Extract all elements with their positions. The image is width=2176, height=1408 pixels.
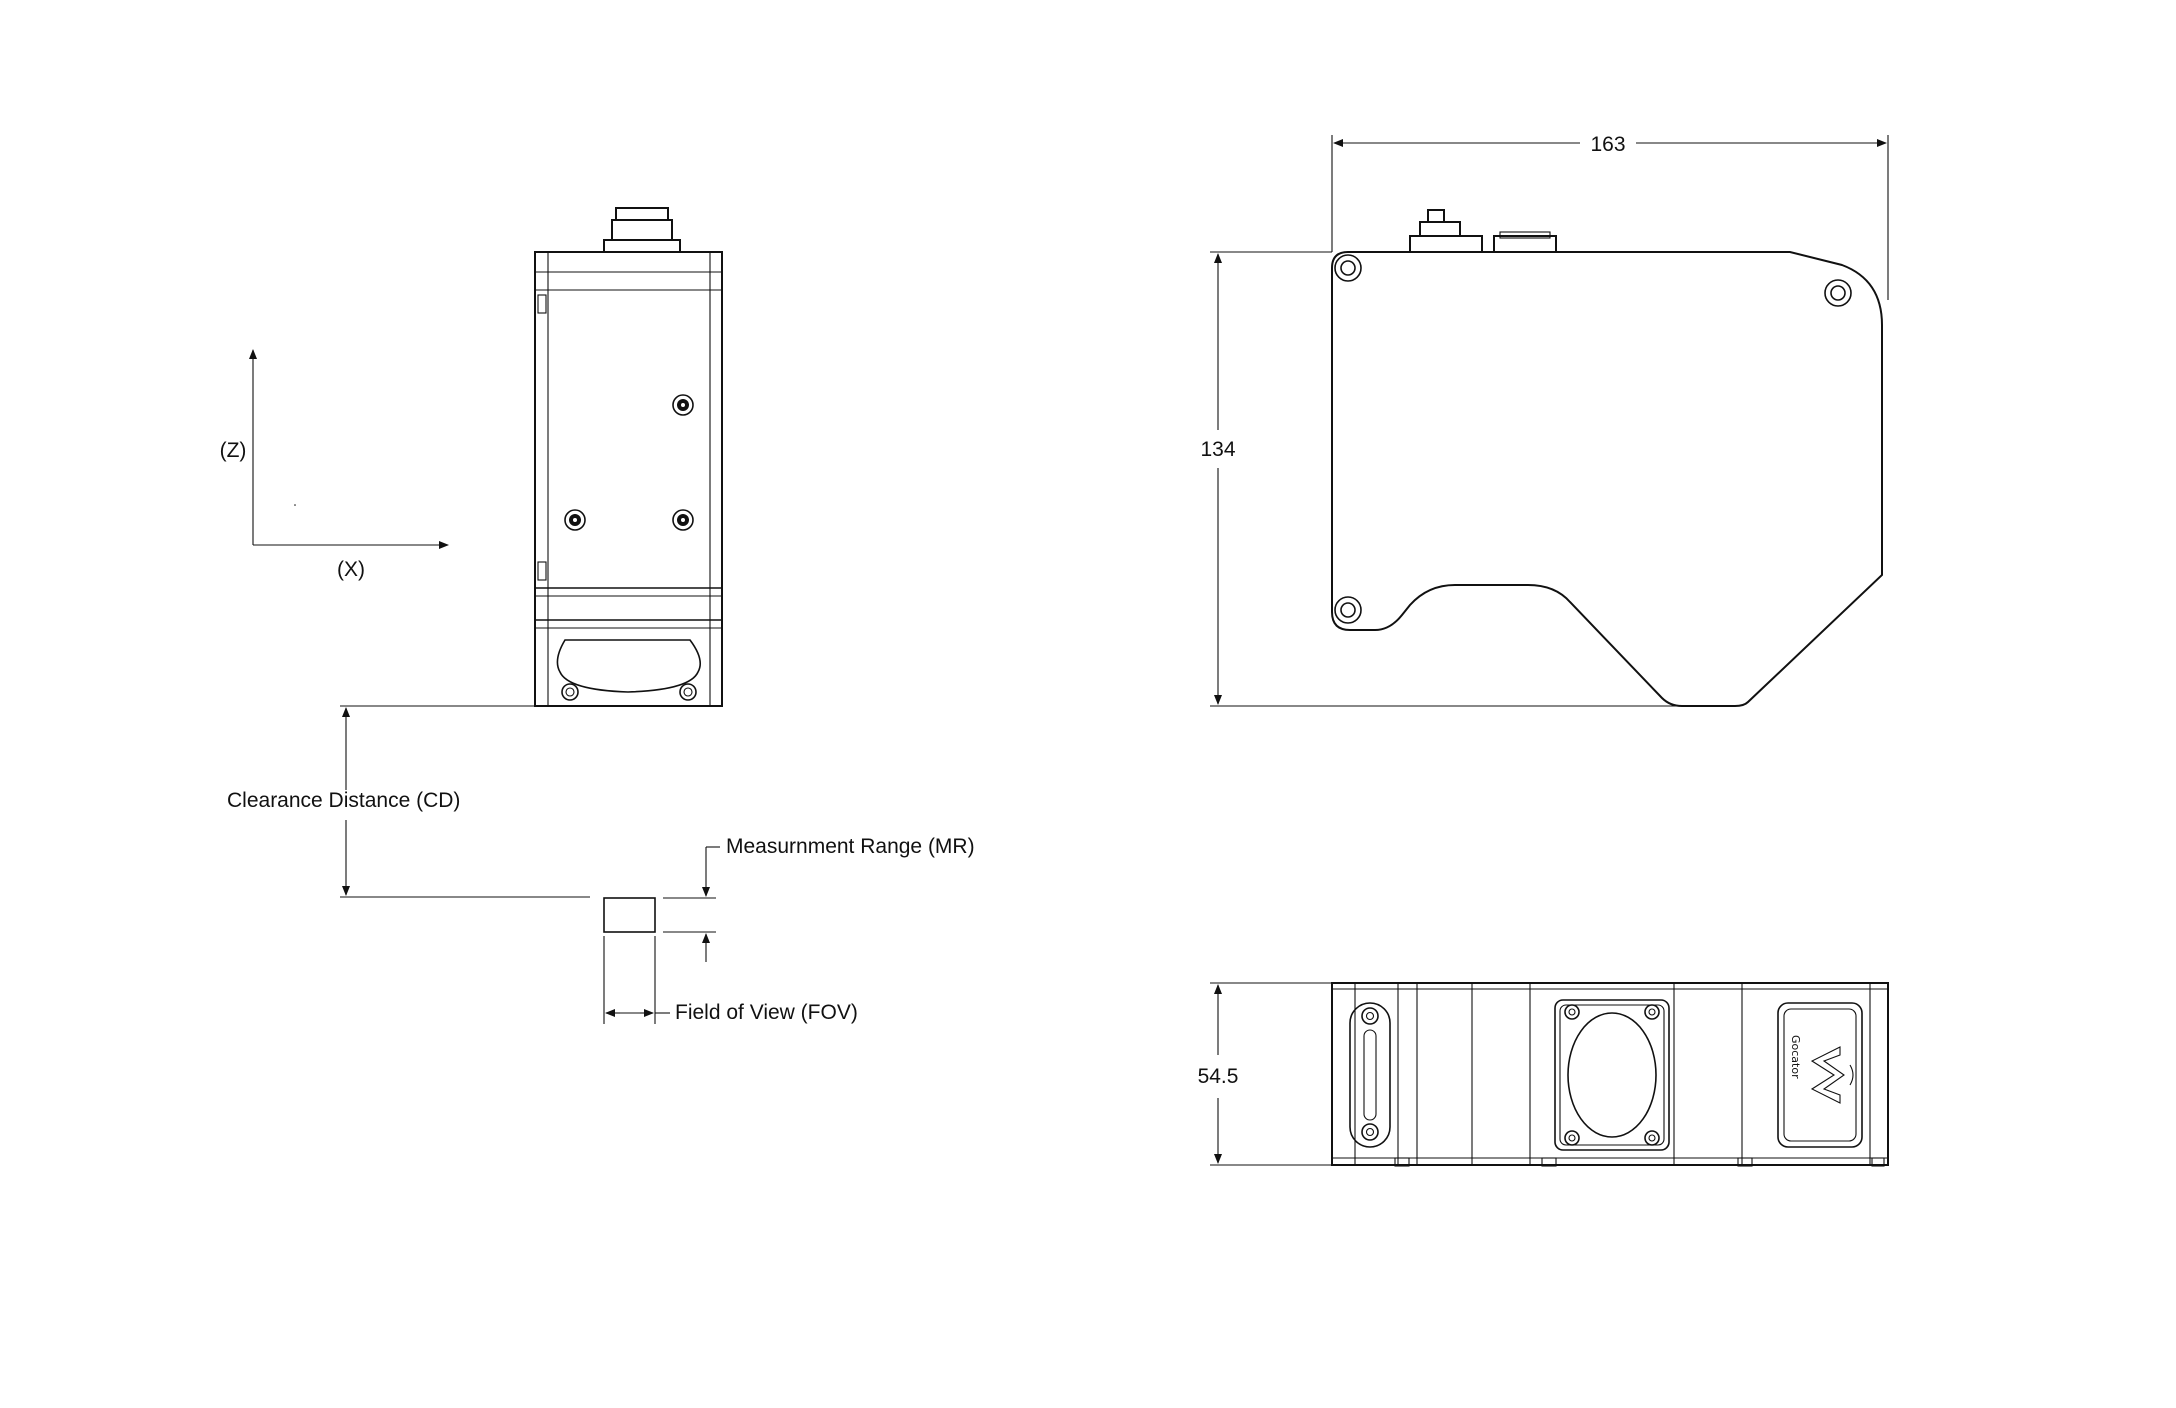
laser-slot (1349, 1002, 1391, 1148)
camera-window (1554, 999, 1670, 1151)
axis-indicator: (Z) (X) (220, 349, 449, 581)
mount-screw (564, 509, 586, 531)
measurement-range-label: Measurnment Range (MR) (726, 835, 975, 858)
lens-window (556, 639, 701, 693)
width-dimension: 163 (1590, 133, 1625, 156)
z-axis-label: (Z) (220, 439, 247, 462)
brand-logo: Gocator (1789, 1035, 1854, 1104)
side-housing (1331, 251, 1883, 707)
front-housing (534, 251, 723, 707)
x-axis-label: (X) (337, 558, 365, 581)
measurement-volume (603, 897, 656, 933)
clearance-distance-label: Clearance Distance (CD) (227, 789, 460, 812)
depth-dimension: 54.5 (1198, 1065, 1239, 1088)
logo-plate (1777, 1002, 1863, 1148)
sensor-front-view (534, 207, 723, 707)
sensor-bottom-view: 54.5 Gocator (1198, 982, 1889, 1167)
sensor-side-view: 163 134 (1200, 133, 1889, 707)
field-of-view-label: Field of View (FOV) (675, 1001, 858, 1024)
mount-screw (672, 509, 694, 531)
height-dimension: 134 (1200, 438, 1235, 461)
mount-screw (672, 394, 694, 416)
logo-text: Gocator (1789, 1035, 1802, 1079)
measurement-annotations: Clearance Distance (CD) Measurnment Rang… (227, 705, 975, 1024)
connector-cap (615, 207, 669, 221)
